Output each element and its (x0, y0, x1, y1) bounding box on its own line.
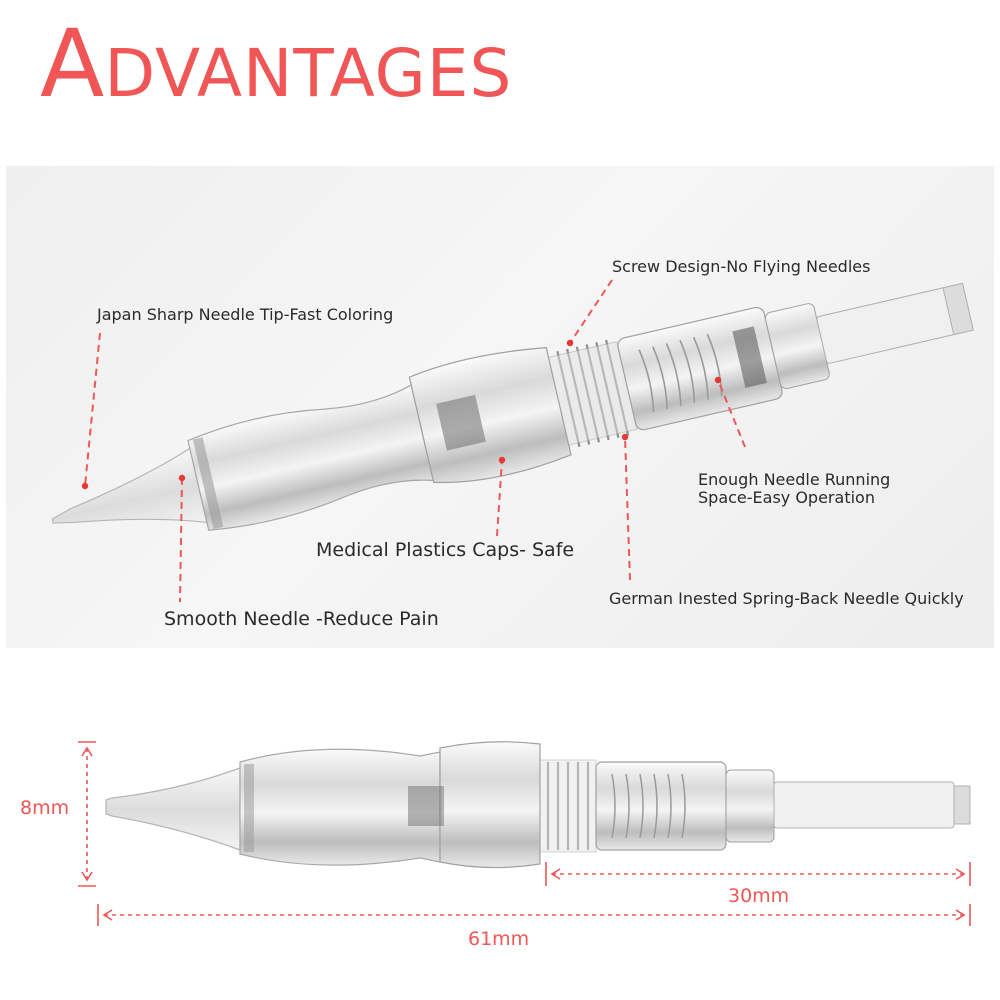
dimension-rear-length: 30mm (728, 885, 790, 907)
title-rest: DVANTAGES (104, 35, 513, 112)
label-needle-tip: Japan Sharp Needle Tip-Fast Coloring (97, 305, 394, 324)
title-first-letter: A (40, 10, 105, 119)
label-spring-back: German Inested Spring-Back Needle Quickl… (609, 589, 964, 608)
callout-lines (84, 279, 746, 603)
label-running-space-line1: Enough Needle Running (698, 470, 891, 489)
label-medical-caps: Medical Plastics Caps- Safe (316, 539, 575, 561)
dimension-total-length: 61mm (468, 928, 530, 950)
label-screw-design: Screw Design-No Flying Needles (612, 257, 871, 276)
label-running-space-line2: Space-Easy Operation (698, 488, 875, 507)
dimension-diameter: 8mm (20, 797, 70, 819)
label-smooth-needle: Smooth Needle -Reduce Pain (164, 608, 439, 630)
callout-dots (81, 339, 722, 490)
cartridge-side-view (105, 741, 971, 869)
cartridge-angled (51, 282, 974, 531)
dimension-lines (78, 741, 971, 926)
page-title: ADVANTAGES (40, 18, 512, 112)
